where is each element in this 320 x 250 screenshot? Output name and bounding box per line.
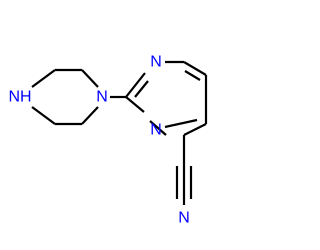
atom-piperazine-n: N	[96, 89, 108, 106]
bond-n-c-lower	[81, 106, 99, 125]
bond-c6-c5-double	[184, 70, 201, 81]
bond-c2-n1-double	[134, 80, 149, 98]
bond-c-nh-lower	[31, 106, 56, 125]
molecule-structure: NH N N N N	[8, 54, 208, 227]
bond-c2-n1	[125, 72, 146, 98]
molecule-canvas: NH N N N N	[8, 53, 208, 227]
bond-c-n-upper	[81, 69, 99, 88]
bond-c6-c5	[183, 61, 207, 76]
bond-n3-c4-double	[164, 118, 198, 129]
bond-n3-c2	[125, 96, 145, 113]
bond-c3-n3	[149, 120, 167, 136]
atom-pyrimidine-n1: N	[150, 54, 162, 71]
bond-c4-c3	[183, 123, 207, 136]
atom-piperazine-nh: NH	[8, 89, 31, 106]
bond-nh-c-upper	[31, 69, 56, 88]
atom-nitrile-n: N	[178, 210, 190, 227]
atom-pyrimidine-n3: N	[150, 122, 162, 139]
